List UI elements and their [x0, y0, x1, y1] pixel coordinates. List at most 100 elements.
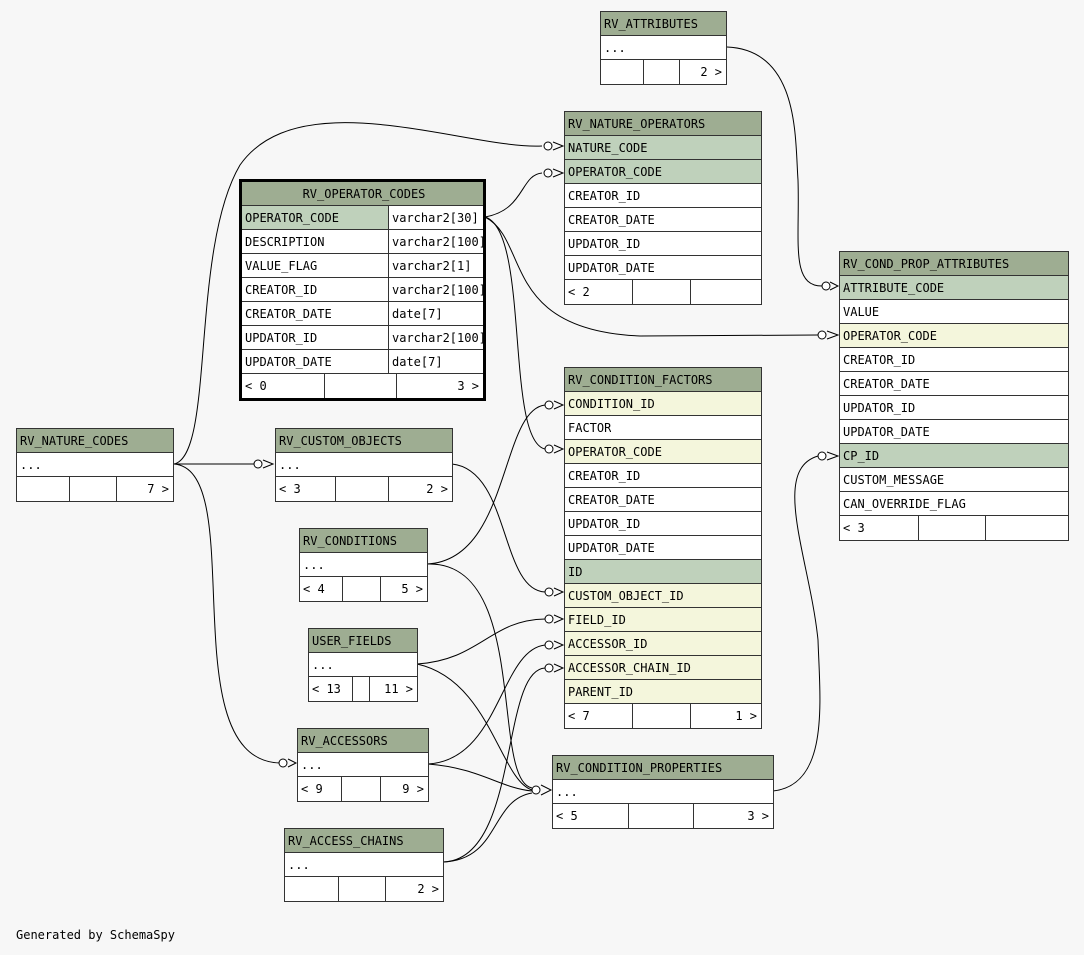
table-rv-condition-factors[interactable]: RV_CONDITION_FACTORS CONDITION_ID FACTOR…	[564, 367, 762, 729]
column-row: CAN_OVERRIDE_FLAG	[843, 497, 966, 511]
column-row: FACTOR	[568, 421, 612, 435]
footer-children: 11 >	[368, 677, 417, 701]
edge-nature-codes-accessors	[173, 463, 281, 764]
crowfoot-marker	[287, 758, 298, 768]
column-name: VALUE_FLAG	[245, 259, 318, 273]
footer-rows	[352, 677, 368, 701]
edge-user-fields-condition-factors	[416, 618, 546, 665]
footer-parents	[285, 877, 338, 901]
column-type: varchar2[100]	[388, 278, 483, 301]
footer-parents: < 3	[279, 482, 301, 496]
crowfoot-marker	[553, 614, 565, 624]
column-row: UPDATOR_DATE	[568, 541, 655, 555]
column-row: UPDATOR_DATE	[843, 425, 930, 439]
column-row: CREATOR_ID	[843, 353, 916, 367]
column-row: ...	[20, 458, 42, 472]
table-rv-nature-operators[interactable]: RV_NATURE_OPERATORS NATURE_CODE OPERATOR…	[564, 111, 762, 305]
table-title: RV_OPERATOR_CODES	[302, 187, 426, 201]
edge-end-marker	[543, 168, 553, 178]
table-rv-attributes[interactable]: RV_ATTRIBUTES ... 2 >	[600, 11, 727, 85]
column-name: CREATOR_ID	[245, 283, 318, 297]
footer-rows	[917, 516, 986, 540]
footer-parents: < 4	[303, 582, 325, 596]
crowfoot-marker	[826, 330, 840, 340]
table-user-fields[interactable]: USER_FIELDS ... < 13 11 >	[308, 628, 418, 702]
edge-end-marker	[821, 281, 831, 291]
column-row: ...	[288, 858, 310, 872]
column-row: CUSTOM_OBJECT_ID	[568, 589, 684, 603]
footer-children	[985, 516, 1068, 540]
edge-condition-properties-cond-prop-attributes	[772, 455, 821, 792]
footer-rows	[69, 477, 115, 501]
footer-parents: < 9	[301, 782, 323, 796]
column-row: UPDATOR_ID	[568, 517, 641, 531]
column-name: OPERATOR_CODE	[242, 206, 388, 229]
column-row: CREATOR_ID	[568, 189, 641, 203]
edge-access-chains-condition-factors	[442, 667, 546, 863]
footer-parents: < 13	[312, 682, 341, 696]
table-title: RV_COND_PROP_ATTRIBUTES	[843, 257, 1010, 271]
table-title: RV_NATURE_CODES	[20, 434, 129, 448]
column-type: varchar2[100]	[388, 230, 483, 253]
edge-end-marker	[544, 400, 554, 410]
footer-children: 5 >	[379, 577, 427, 601]
footer-rows	[631, 704, 690, 728]
edge-accessors-condition-properties	[427, 763, 533, 792]
footer-rows	[342, 577, 379, 601]
table-rv-nature-codes[interactable]: RV_NATURE_CODES ... 7 >	[16, 428, 174, 502]
edge-end-marker	[544, 663, 554, 673]
edge-user-fields-condition-properties	[416, 663, 533, 791]
edge-end-marker	[253, 459, 263, 469]
edge-attributes-attribute-code	[726, 46, 823, 287]
footer-rows	[335, 477, 387, 501]
edge-operator-codes-cond-prop-attributes	[484, 216, 819, 337]
edge-end-marker	[544, 444, 554, 454]
column-row: UPDATOR_ID	[843, 401, 916, 415]
column-row: CP_ID	[843, 449, 880, 463]
table-rv-custom-objects[interactable]: RV_CUSTOM_OBJECTS ... < 3 2 >	[275, 428, 453, 502]
edge-custom-objects-condition-factors	[451, 463, 546, 593]
table-rv-access-chains[interactable]: RV_ACCESS_CHAINS ... 2 >	[284, 828, 444, 902]
crowfoot-marker	[553, 640, 565, 650]
table-title: RV_ATTRIBUTES	[604, 17, 698, 31]
crowfoot-marker	[553, 587, 565, 597]
footer-children: 3 >	[395, 374, 483, 398]
column-type: varchar2[100]	[388, 326, 483, 349]
column-type: varchar2[1]	[388, 254, 483, 277]
edge-end-marker	[817, 330, 827, 340]
table-title: RV_ACCESSORS	[301, 734, 388, 748]
edge-access-chains-condition-properties	[442, 792, 533, 863]
column-row: CUSTOM_MESSAGE	[843, 473, 945, 487]
table-title: RV_CONDITIONS	[303, 534, 397, 548]
column-name: UPDATOR_DATE	[245, 355, 332, 369]
crowfoot-marker	[553, 444, 565, 454]
column-row: CREATOR_DATE	[568, 213, 655, 227]
table-title: RV_ACCESS_CHAINS	[288, 834, 404, 848]
column-row: OPERATOR_CODE	[568, 165, 662, 179]
edge-end-marker	[544, 614, 554, 624]
column-row: CONDITION_ID	[568, 397, 655, 411]
footer-children: 2 >	[679, 60, 726, 84]
footer-rows	[341, 777, 379, 801]
footer-parents	[601, 60, 643, 84]
footer-parents: < 2	[568, 285, 590, 299]
table-title: RV_CUSTOM_OBJECTS	[279, 434, 402, 448]
table-rv-cond-prop-attributes[interactable]: RV_COND_PROP_ATTRIBUTES ATTRIBUTE_CODE V…	[839, 251, 1069, 541]
table-title: RV_NATURE_OPERATORS	[568, 117, 706, 131]
footer-rows	[338, 877, 385, 901]
column-row: FIELD_ID	[568, 613, 626, 627]
crowfoot-marker	[262, 459, 275, 469]
column-row: ...	[312, 658, 334, 672]
column-row: ACCESSOR_ID	[568, 637, 648, 651]
table-title: USER_FIELDS	[312, 634, 392, 648]
footer-children: 2 >	[387, 477, 452, 501]
column-row: ...	[279, 458, 301, 472]
column-row: CREATOR_DATE	[843, 377, 930, 391]
column-row: OPERATOR_CODE	[568, 445, 662, 459]
generated-by-label: Generated by SchemaSpy	[16, 928, 175, 942]
